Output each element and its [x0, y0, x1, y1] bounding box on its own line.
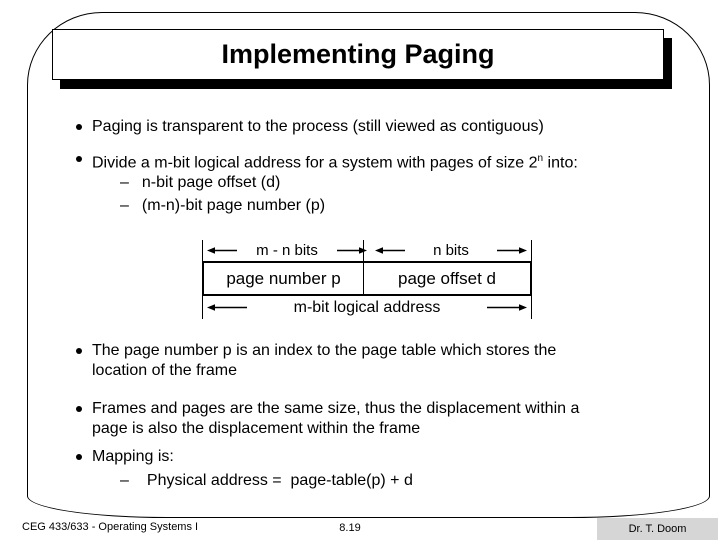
right-arrow-icon	[486, 303, 527, 312]
left-arrow-icon	[375, 246, 405, 255]
bullet-text-line: The page number p is an index to the pag…	[92, 342, 557, 359]
bullet-text: The page number p is an index to the pag…	[92, 341, 556, 381]
bullet-text-post: into:	[543, 154, 578, 172]
bullet-dot-icon	[76, 406, 82, 412]
bullet-item: Frames and pages are the same size, thus…	[76, 399, 676, 439]
left-arrow-icon	[207, 246, 237, 255]
diagram-total-width-row: m-bit logical address	[202, 296, 532, 319]
mapping-equation: Physical address = page-table(p) + d	[146, 472, 413, 489]
bullet-dot-icon	[76, 156, 82, 162]
diagram-right-width-cell: n bits	[371, 240, 531, 261]
dash-icon: –	[120, 197, 129, 214]
footer-course-label: CEG 433/633 - Operating Systems I	[22, 521, 199, 533]
footer-page-number: 8.19	[339, 522, 361, 534]
total-width-label: m-bit logical address	[293, 298, 441, 316]
bullet-text-line: location of the frame	[92, 362, 237, 379]
sub-item-text: n-bit page offset (d)	[141, 174, 281, 191]
bullet-dot-icon	[76, 454, 82, 460]
title-box: Implementing Paging	[52, 29, 664, 80]
bullet-item: Paging is transparent to the process (st…	[76, 117, 676, 137]
page-number-cell: page number p	[204, 263, 364, 294]
page-title: Implementing Paging	[221, 39, 495, 69]
diagram-bit-width-row: m - n bits n bits	[202, 240, 532, 261]
bit-width-label: n bits	[433, 242, 469, 259]
bullet-text-line: Frames and pages are the same size, thus…	[92, 400, 580, 417]
bullet-text-pre: Divide a m-bit logical address for a sys…	[92, 154, 538, 172]
sub-item: – Physical address = page-table(p) + d	[120, 471, 413, 491]
bullet-text: Divide a m-bit logical address for a sys…	[92, 149, 578, 173]
diagram-divider-tick	[363, 240, 364, 261]
page-offset-cell: page offset d	[398, 268, 496, 288]
bullet-item: Mapping is:	[76, 447, 676, 467]
bullet-text-line: page is also the displacement within the…	[92, 420, 421, 437]
dash-icon: –	[120, 472, 129, 489]
bullet-text: Mapping is:	[92, 448, 174, 465]
bullet-dot-icon	[76, 348, 82, 354]
slide-border	[27, 12, 710, 518]
diagram-address-box: page number p page offset d	[202, 261, 532, 296]
footer-author-label: Dr. T. Doom	[628, 523, 687, 535]
right-arrow-icon	[496, 246, 527, 255]
bullet-text: Frames and pages are the same size, thus…	[92, 399, 579, 439]
bullet-item: Divide a m-bit logical address for a sys…	[76, 149, 676, 173]
footer-author-box: Dr. T. Doom	[597, 518, 718, 540]
sub-item-text: (m-n)-bit page number (p)	[141, 197, 326, 214]
left-arrow-icon	[207, 303, 247, 312]
bit-width-label: m - n bits	[256, 242, 318, 259]
sub-item: – n-bit page offset (d)	[120, 173, 280, 193]
bullet-item: The page number p is an index to the pag…	[76, 341, 676, 381]
bullet-text: Paging is transparent to the process (st…	[92, 118, 544, 135]
sub-item: – (m-n)-bit page number (p)	[120, 196, 325, 216]
diagram-left-width-cell: m - n bits	[203, 240, 371, 261]
logical-address-diagram: m - n bits n bits page number p page off…	[202, 240, 532, 319]
bullet-dot-icon	[76, 124, 82, 130]
superscript-n: n	[537, 153, 544, 164]
dash-icon: –	[120, 174, 129, 191]
